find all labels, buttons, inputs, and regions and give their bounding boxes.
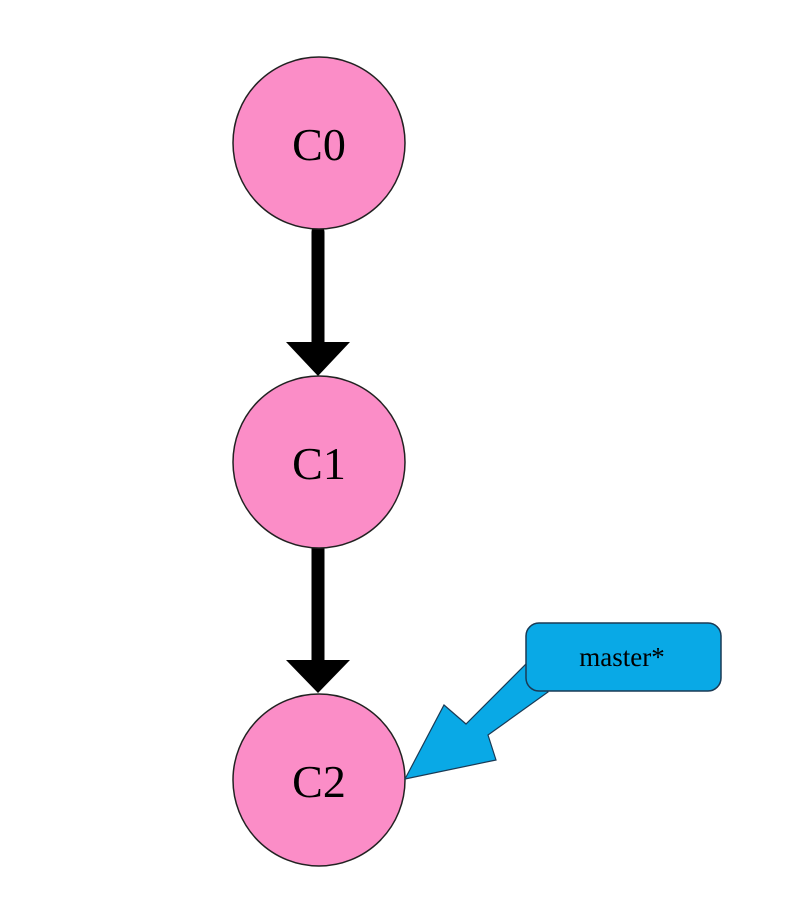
edge-c0-c1 [286,225,350,376]
commit-node-c0[interactable]: C0 [232,56,406,230]
branch-pointer-arrow [403,661,549,780]
edge-c1-c2 [286,541,350,693]
commit-label: C0 [292,119,346,170]
commit-label: C2 [292,756,346,807]
commit-node-c2[interactable]: C2 [232,693,406,867]
branch-label-master[interactable]: master* [525,622,722,692]
commit-label: C1 [292,438,346,489]
commit-node-c1[interactable]: C1 [232,375,406,549]
branch-name: master* [579,642,664,672]
